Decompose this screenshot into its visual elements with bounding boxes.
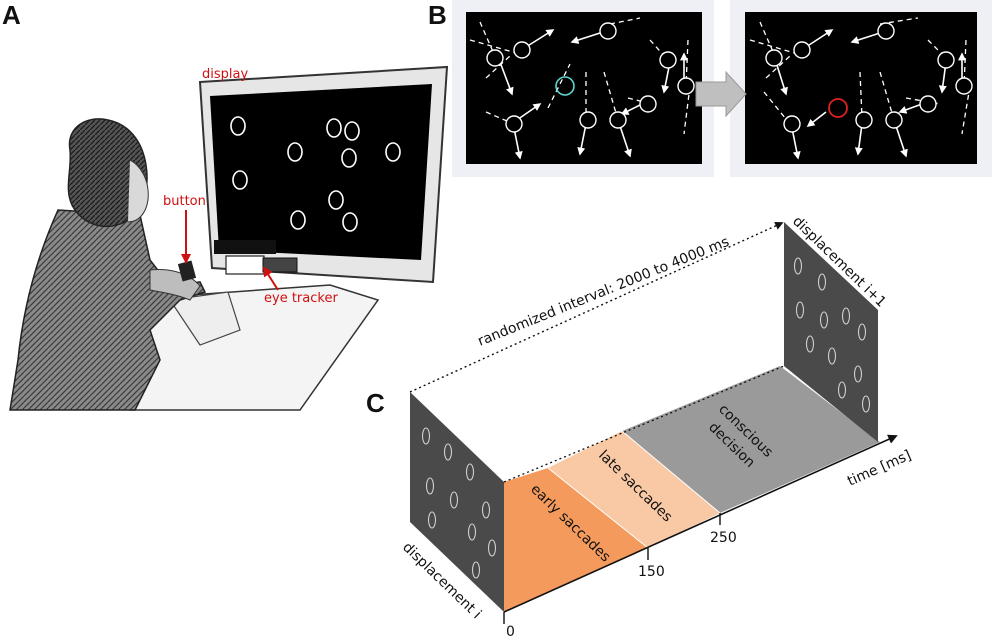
monitor <box>198 65 449 284</box>
eye-tracker-pointer-arrow <box>262 266 279 291</box>
button-label: button <box>163 194 206 209</box>
displacement-next-panel <box>784 222 878 442</box>
eye-tracker-label: eye tracker <box>264 291 338 306</box>
display-label: display <box>202 67 248 82</box>
panel-a: A <box>2 0 449 411</box>
band-divider-1 <box>547 467 649 549</box>
highlighted-target-circle <box>555 76 575 96</box>
panel-c-letter: C <box>366 388 385 418</box>
band-conscious-decision <box>622 366 880 513</box>
screen-targets <box>230 116 401 232</box>
interval-arrow <box>409 221 784 393</box>
selected-target-circle <box>828 98 848 118</box>
band-early-saccades <box>504 468 648 612</box>
panel-b-letter: B <box>428 0 447 30</box>
response-button <box>177 260 197 282</box>
frame-1-screen <box>466 12 702 164</box>
panel-a-letter: A <box>2 0 21 30</box>
band-late-saccades <box>548 431 720 548</box>
back-edge-dotted <box>503 365 785 483</box>
frame-1-stimuli <box>469 17 695 160</box>
displacement-next-targets <box>793 257 871 413</box>
participant-face <box>127 159 149 223</box>
keyboard-tray <box>168 291 241 346</box>
panel-c: C <box>366 213 914 639</box>
displacement-i-targets <box>421 427 497 579</box>
tick-label-150: 150 <box>638 564 665 580</box>
monitor-stand <box>225 255 265 275</box>
frame-2-stimuli <box>749 17 973 160</box>
eye-tracker-base <box>262 257 298 273</box>
transition-arrow <box>695 70 747 118</box>
monitor-screen <box>210 84 432 260</box>
participant-sketch <box>9 118 207 411</box>
band-divider-2 <box>621 430 721 514</box>
panel-b: B <box>428 0 992 177</box>
tick-label-250: 250 <box>710 530 737 546</box>
time-axis <box>503 434 898 613</box>
interval-label: randomized interval: 2000 to 4000 ms <box>476 234 732 350</box>
eye-tracker-device <box>214 240 276 254</box>
tick-label-0: 0 <box>506 624 515 639</box>
